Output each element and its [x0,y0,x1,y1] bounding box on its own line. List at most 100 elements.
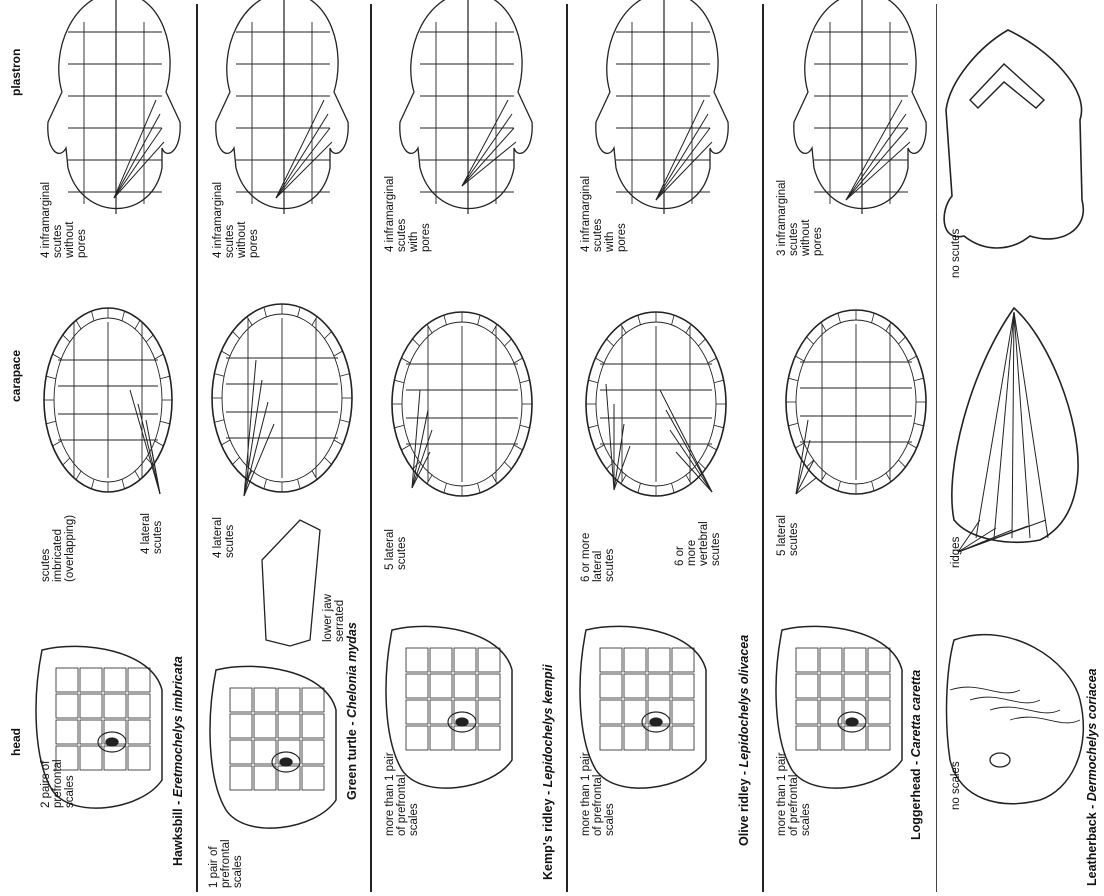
plastron-note: 3 inframarginal scutes without pores [776,180,824,256]
marginal-scute-seam [76,471,81,480]
head-scale [128,668,150,692]
head-scale [278,688,300,712]
head-note: 2 pairs of prefrontal scales [40,759,76,808]
pointer-line [958,520,1046,552]
skin-fold [1010,717,1080,723]
species-common-name: Loggerhead [909,768,923,840]
skin-fold [970,697,1040,703]
marginal-scute-seam [514,445,523,450]
marginal-scute-seam [324,332,331,339]
species-common-name: Leatherback [1085,812,1099,886]
plastron-outline [794,0,926,209]
pointer-line [462,142,516,186]
head-scale [430,648,452,672]
marginal-scute-seam [155,441,164,446]
leatherback-head [947,635,1084,804]
marginal-scute-seam [233,457,240,464]
species-caption: Hawksbill - Eretmochelys imbricata [172,656,185,866]
pointer-line [130,390,160,494]
leatherback-plastron-marking [970,64,1044,108]
head-scale [868,674,890,698]
head-scale [254,688,276,712]
head-scale [302,688,324,712]
head-scale [80,668,102,692]
marginal-scute-seam [638,315,641,325]
marginal-scute-seam [324,457,331,464]
species-common-name: Green turtle [345,729,359,800]
head-scale [624,648,646,672]
species-common-name: Kemp's ridley [541,799,555,880]
pointer-line [114,142,164,198]
marginal-scute-seam [53,441,62,446]
pointer-line [614,424,624,490]
pointer-line [846,100,902,200]
head-scale [796,648,818,672]
head-scale [104,694,126,718]
marginal-scute-seam [394,380,404,383]
marginal-scute-seam [514,358,523,363]
eye-pupil [280,758,292,766]
head-scale [230,740,252,764]
eye [990,753,1010,767]
head-scale [302,714,324,738]
marginal-scute-seam [233,332,240,339]
marginal-scute-seam [46,421,56,424]
marginal-scute-seam [672,315,675,325]
marginal-scute-seam [714,380,724,383]
pointer-line [846,142,910,200]
head-scale [454,648,476,672]
marginal-scute-seam [788,423,798,426]
marginal-scute-seam [76,320,81,329]
eye-pupil [846,718,858,726]
head-scale [56,720,78,744]
marginal-scute-seam [638,483,641,493]
marginal-scute-seam [504,339,511,346]
head-scale [230,688,252,712]
green-turtle-head [210,666,336,828]
head-scale [430,726,452,750]
marginal-scute-seam [401,358,410,363]
marginal-scute-seam [298,479,301,489]
species-caption: Loggerhead - Caretta caretta [910,670,923,840]
marginal-scute-seam [63,335,70,342]
marginal-scute-seam [698,339,705,346]
head-scale [278,766,300,790]
species-scientific-name: Lepidochelys olivacea [737,635,751,768]
head-note: 1 pair of prefrontal scales [208,839,244,888]
marginal-scute-seam [91,479,94,489]
eye-pupil [456,718,468,726]
head-scale [796,700,818,724]
head-scale [454,674,476,698]
head-scale [672,674,694,698]
carapace-ridge [994,312,1014,538]
head-scale [796,726,818,750]
marginal-scute-seam [872,313,875,323]
species-caption: Olive ridley - Lepidochelys olivacea [738,635,751,846]
head-scale [624,726,646,750]
head-scale [648,726,670,750]
marginal-scute-seam [708,358,717,363]
marginal-scute-seam [214,374,224,377]
marginal-scute-seam [520,425,530,428]
head-scale [796,674,818,698]
pointer-line [114,114,160,198]
carapace-note: scutes imbricated (overlapping) [40,515,76,582]
head-scale [868,648,890,672]
carapace-note: 4 lateral scutes [140,513,164,554]
head-scale [80,746,102,770]
marginal-scute-seam [53,354,62,359]
marginal-scute-seam [478,483,481,493]
head-scale [648,648,670,672]
marginal-scute-seam [588,380,598,383]
carapace-ridge [1014,312,1030,538]
head-scale [672,648,694,672]
head-scale [254,766,276,790]
head-scale [406,648,428,672]
marginal-scute-seam [401,445,410,450]
head-scale [478,674,500,698]
marginal-scute-seam [46,376,56,379]
leatherback-carapace-outline [952,308,1078,542]
head-scale [430,674,452,698]
head-scale [478,648,500,672]
plastron-note: 4 inframarginal scutes with pores [580,176,628,252]
